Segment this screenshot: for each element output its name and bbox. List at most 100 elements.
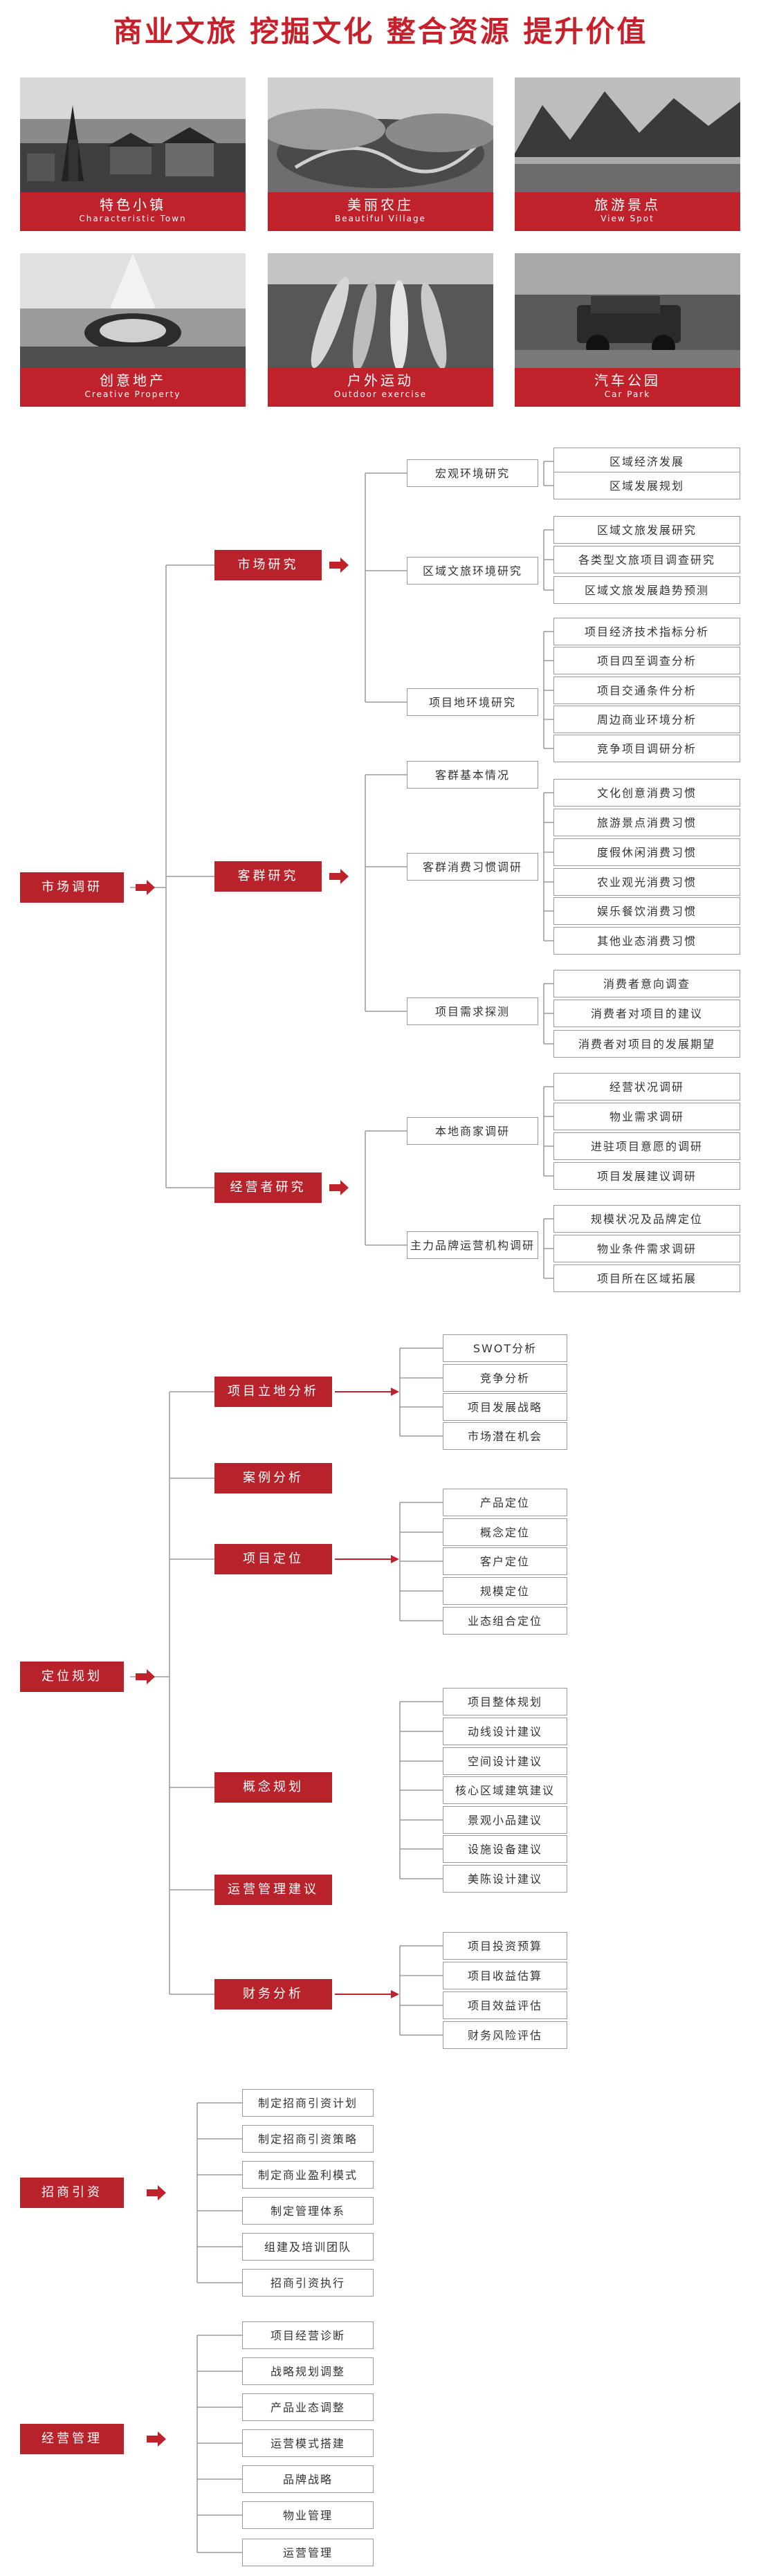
leaf-item: 物业条件需求调研 xyxy=(553,1235,740,1262)
leaf-item: 运营管理 xyxy=(242,2539,374,2566)
leaf-item: 运营模式搭建 xyxy=(242,2429,374,2457)
leaf-item: 规模状况及品牌定位 xyxy=(553,1205,740,1233)
tile-title: 特色小镇 xyxy=(100,196,166,213)
car-photo xyxy=(515,253,740,368)
leaf-item: 区域发展规划 xyxy=(553,472,740,499)
village-photo xyxy=(268,77,493,192)
leaf-item: 制定招商引资计划 xyxy=(242,2089,374,2117)
branch-customer-study: 客群研究 xyxy=(214,861,322,892)
leaf-item: 景观小品建议 xyxy=(443,1806,567,1834)
leaf-item: 旅游景点消费习惯 xyxy=(553,809,740,836)
tile-title: 汽车公园 xyxy=(594,372,661,389)
arrow-right-icon xyxy=(329,558,349,573)
leaf-item: 进驻项目意愿的调研 xyxy=(553,1132,740,1160)
node-consumption-habits: 客群消费习惯调研 xyxy=(407,853,538,881)
leaf-item: 消费者意向调查 xyxy=(553,970,740,997)
page-title: 商业文旅 挖掘文化 整合资源 提升价值 xyxy=(113,15,648,48)
tile-subtitle: Outdoor exercise xyxy=(333,389,428,399)
arrow-right-icon xyxy=(147,2185,166,2200)
scenery-photo xyxy=(515,77,740,192)
leaf-item: 项目经济技术指标分析 xyxy=(553,618,740,645)
leaf-item: 业态组合定位 xyxy=(443,1607,567,1635)
leaf-item: 项目所在区域拓展 xyxy=(553,1264,740,1292)
leaf-item: 空间设计建议 xyxy=(443,1747,567,1775)
property-photo xyxy=(20,253,246,368)
leaf-item: 娱乐餐饮消费习惯 xyxy=(553,897,740,925)
branch-operator-study: 经营者研究 xyxy=(214,1172,322,1203)
root-market-research: 市场调研 xyxy=(20,872,124,903)
leaf-item: 项目发展建议调研 xyxy=(553,1162,740,1190)
arrow-right-icon xyxy=(136,1669,155,1684)
node-regional-tourism-environment: 区域文旅环境研究 xyxy=(407,557,538,585)
leaf-item: 经营状况调研 xyxy=(553,1073,740,1101)
leaf-item: 度假休闲消费习惯 xyxy=(553,838,740,866)
branch-operation-advice: 运营管理建议 xyxy=(214,1875,332,1905)
branch-case-analysis: 案例分析 xyxy=(214,1463,332,1493)
leaf-item: 竞争分析 xyxy=(443,1364,567,1392)
leaf-item: 其他业态消费习惯 xyxy=(553,927,740,955)
leaf-item: 概念定位 xyxy=(443,1518,567,1546)
arrow-right-icon xyxy=(329,1180,349,1195)
leaf-item: 文化创意消费习惯 xyxy=(553,779,740,807)
leaf-item: 项目经营诊断 xyxy=(242,2321,374,2349)
leaf-item: 制定管理体系 xyxy=(242,2197,374,2225)
leaf-item: 区域文旅发展研究 xyxy=(553,516,740,544)
leaf-item: 产品定位 xyxy=(443,1489,567,1516)
root-business-management: 经营管理 xyxy=(20,2424,124,2454)
branch-site-analysis: 项目立地分析 xyxy=(214,1377,332,1407)
node-macro-environment: 宏观环境研究 xyxy=(407,459,538,487)
leaf-item: 财务风险评估 xyxy=(443,2021,567,2049)
leaf-item: 项目收益估算 xyxy=(443,1962,567,1989)
leaf-item: 各类型文旅项目调查研究 xyxy=(553,546,740,573)
node-brand-operators: 主力品牌运营机构调研 xyxy=(407,1231,538,1259)
leaf-item: 项目投资预算 xyxy=(443,1932,567,1960)
tile-subtitle: Car Park xyxy=(604,389,651,399)
leaf-item: 客户定位 xyxy=(443,1547,567,1575)
node-site-environment: 项目地环境研究 xyxy=(407,688,538,716)
leaf-item: 制定商业盈利模式 xyxy=(242,2161,374,2189)
leaf-item: 规模定位 xyxy=(443,1577,567,1605)
leaf-item: 制定招商引资策略 xyxy=(242,2125,374,2153)
root-investment-promotion: 招商引资 xyxy=(20,2178,124,2208)
arrow-right-icon xyxy=(329,869,349,884)
branch-concept-planning: 概念规划 xyxy=(214,1772,332,1803)
leaf-item: 物业管理 xyxy=(242,2501,374,2529)
node-demand-detection: 项目需求探测 xyxy=(407,997,538,1025)
tile-title: 旅游景点 xyxy=(594,196,661,213)
leaf-item: 招商引资执行 xyxy=(242,2269,374,2297)
leaf-item: 区域经济发展 xyxy=(553,448,740,475)
leaf-item: 竞争项目调研分析 xyxy=(553,735,740,762)
node-customer-basics: 客群基本情况 xyxy=(407,761,538,789)
leaf-item: 市场潜在机会 xyxy=(443,1422,567,1450)
tile-subtitle: View Spot xyxy=(600,214,654,223)
leaf-item: 项目四至调查分析 xyxy=(553,647,740,674)
tile-subtitle: Creative Property xyxy=(84,389,181,399)
leaf-item: 设施设备建议 xyxy=(443,1835,567,1863)
tile-title: 美丽农庄 xyxy=(347,196,414,213)
tile-title: 创意地产 xyxy=(100,372,166,389)
leaf-item: 美陈设计建议 xyxy=(443,1865,567,1893)
leaf-item: 周边商业环境分析 xyxy=(553,706,740,733)
leaf-item: 动线设计建议 xyxy=(443,1718,567,1745)
arrow-right-icon xyxy=(147,2431,166,2447)
leaf-item: 项目整体规划 xyxy=(443,1688,567,1715)
node-local-merchants: 本地商家调研 xyxy=(407,1117,538,1145)
branch-market-study: 市场研究 xyxy=(214,550,322,580)
leaf-item: 农业观光消费习惯 xyxy=(553,868,740,896)
leaf-item: 项目交通条件分析 xyxy=(553,677,740,704)
leaf-item: 项目发展战略 xyxy=(443,1393,567,1421)
leaf-item: 消费者对项目的发展期望 xyxy=(553,1030,740,1058)
leaf-item: 物业需求调研 xyxy=(553,1103,740,1130)
tile-subtitle: Characteristic Town xyxy=(79,214,187,223)
branch-project-positioning: 项目定位 xyxy=(214,1544,332,1574)
leaf-item: 项目效益评估 xyxy=(443,1991,567,2019)
kayak-photo xyxy=(268,253,493,368)
town-photo xyxy=(20,77,246,192)
leaf-item: 消费者对项目的建议 xyxy=(553,1000,740,1027)
